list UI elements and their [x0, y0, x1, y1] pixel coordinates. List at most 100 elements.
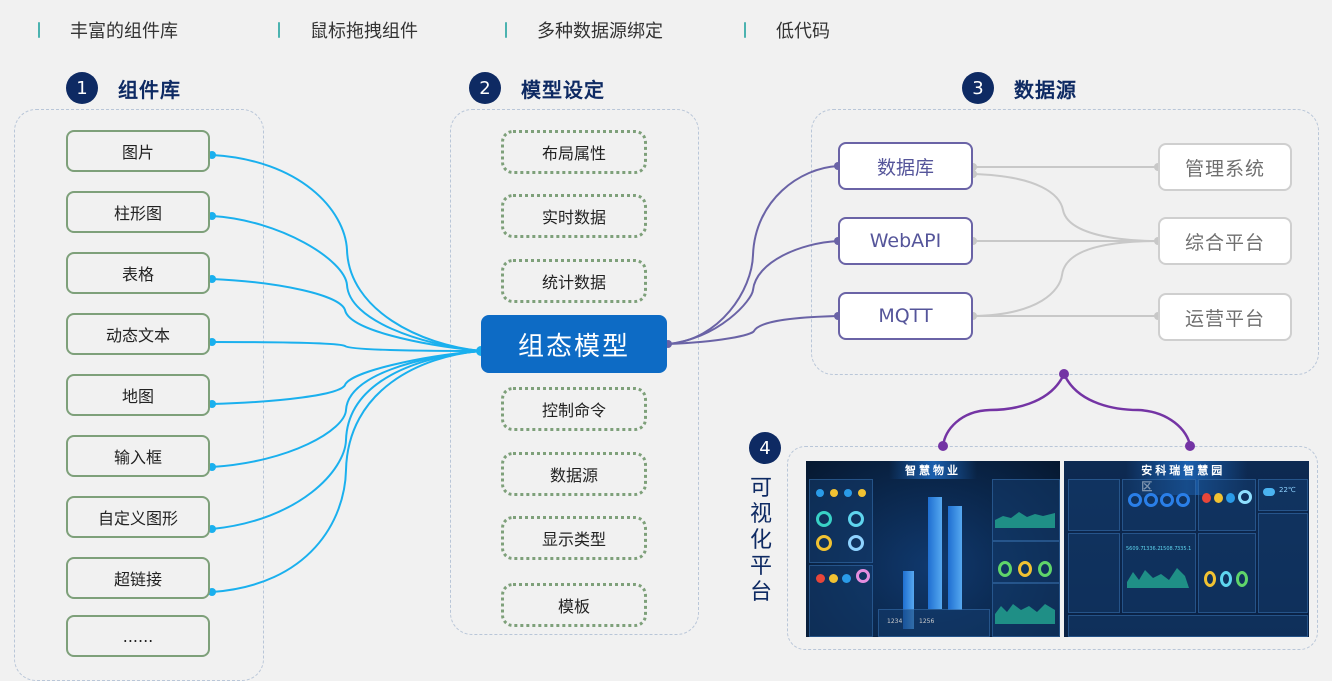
visual-platform-panel	[787, 446, 1318, 650]
dashboard-number: 335.1	[1177, 546, 1192, 552]
dashboard-panel: 5609.7 1336.2 1508.7 335.1	[1122, 533, 1196, 613]
source-webapi[interactable]: WebAPI	[838, 217, 973, 265]
component-more[interactable]: ......	[66, 615, 210, 657]
component-input[interactable]: 输入框	[66, 435, 210, 477]
title-char: 视	[749, 502, 772, 527]
target-integrated-platform[interactable]: 综合平台	[1158, 217, 1292, 265]
dashboard-icon	[1226, 493, 1235, 503]
dashboard-icon	[830, 489, 838, 497]
dashboard-icon	[816, 574, 825, 583]
dashboard-ring	[1038, 561, 1052, 577]
component-custom-shape[interactable]: 自定义图形	[66, 496, 210, 538]
dashboard-ring	[1160, 493, 1174, 507]
section-header-datasource: 3 数据源	[962, 72, 1077, 104]
dashboard-smart-park[interactable]: 安科瑞智慧园区 22℃ 5609.7 1336.2 1508.7 335.1	[1064, 461, 1309, 637]
dashboard-ring	[848, 511, 864, 527]
dashboard-panel	[992, 583, 1060, 637]
dashboard-building	[903, 571, 914, 629]
component-hyperlink[interactable]: 超链接	[66, 557, 210, 599]
dashboard-icon	[816, 489, 824, 497]
feature-item: 鼠标拖拽组件	[278, 16, 418, 44]
section-title: 模型设定	[521, 77, 605, 102]
property-layout[interactable]: 布局属性	[501, 130, 647, 174]
section-header-components: 1 组件库	[66, 72, 181, 104]
dashboard-icon	[844, 489, 852, 497]
title-char: 可	[749, 476, 772, 501]
section-header-model: 2 模型设定	[469, 72, 605, 104]
property-data-source[interactable]: 数据源	[501, 452, 647, 496]
source-database[interactable]: 数据库	[838, 142, 973, 190]
feature-item: 低代码	[744, 16, 830, 44]
component-table[interactable]: 表格	[66, 252, 210, 294]
dashboard-panel: 22℃	[1258, 479, 1308, 511]
property-template[interactable]: 模板	[501, 583, 647, 627]
property-statistics[interactable]: 统计数据	[501, 259, 647, 303]
dashboard-ring	[998, 561, 1012, 577]
section-title: 组件库	[118, 77, 181, 102]
dashboard-smart-property[interactable]: 智慧物业 1234 1256	[806, 461, 1060, 637]
dashboard-icon	[1214, 493, 1223, 503]
step-badge: 1	[66, 72, 98, 104]
dashboard-panel: 1234 1256	[878, 609, 990, 637]
step-badge: 4	[749, 432, 781, 464]
feature-item: 丰富的组件库	[38, 16, 178, 44]
property-realtime-data[interactable]: 实时数据	[501, 194, 647, 238]
dashboard-number: 1256	[919, 618, 935, 625]
source-mqtt[interactable]: MQTT	[838, 292, 973, 340]
title-char: 平	[749, 554, 772, 579]
visual-platform-title: 可 视 化 平 台	[748, 476, 774, 606]
feature-item: 多种数据源绑定	[505, 16, 663, 44]
accent-bar	[505, 22, 507, 38]
dashboard-ring	[856, 569, 870, 583]
feature-label: 鼠标拖拽组件	[310, 21, 418, 42]
dashboard-ring	[1144, 493, 1158, 507]
dashboard-area-chart	[995, 512, 1055, 528]
dashboard-icon	[858, 489, 866, 497]
component-picture[interactable]: 图片	[66, 130, 210, 172]
title-char: 台	[749, 580, 772, 605]
dashboard-panel	[1068, 533, 1120, 613]
dashboard-area-chart	[1127, 568, 1189, 588]
property-control-command[interactable]: 控制命令	[501, 387, 647, 431]
dashboard-icon	[842, 574, 851, 583]
dashboard-building	[928, 497, 942, 609]
target-management-system[interactable]: 管理系统	[1158, 143, 1292, 191]
feature-label: 多种数据源绑定	[537, 21, 663, 42]
component-map[interactable]: 地图	[66, 374, 210, 416]
dashboard-panel	[1068, 615, 1308, 637]
feature-label: 低代码	[776, 21, 830, 42]
dashboard-panel	[1068, 479, 1120, 531]
feature-label: 丰富的组件库	[70, 21, 178, 42]
dashboard-ring	[1238, 490, 1252, 504]
platform-wire-dots	[938, 369, 1195, 451]
dashboard-title: 智慧物业	[889, 461, 977, 479]
dashboard-ring	[1018, 561, 1032, 577]
accent-bar	[278, 22, 280, 38]
dashboard-ring	[1128, 493, 1142, 507]
dashboard-ring	[816, 535, 832, 551]
dashboard-ring	[1176, 493, 1190, 507]
cloud-icon	[1263, 488, 1275, 496]
dashboard-ring	[1220, 571, 1232, 587]
dashboard-number: 1508.7	[1160, 546, 1178, 552]
property-display-type[interactable]: 显示类型	[501, 516, 647, 560]
component-dynamic-text[interactable]: 动态文本	[66, 313, 210, 355]
step-badge: 3	[962, 72, 994, 104]
platform-wires	[941, 373, 1192, 447]
title-char: 化	[749, 528, 772, 553]
dashboard-ring	[848, 535, 864, 551]
dashboard-area-chart	[995, 604, 1055, 624]
component-bar-chart[interactable]: 柱形图	[66, 191, 210, 233]
dashboard-panel	[1258, 513, 1308, 613]
central-model-node[interactable]: 组态模型	[481, 315, 667, 373]
section-title: 数据源	[1014, 77, 1077, 102]
accent-bar	[744, 22, 746, 38]
dashboard-number: 5609.7	[1126, 546, 1144, 552]
dashboard-number: 1234	[887, 618, 903, 625]
target-operations-platform[interactable]: 运营平台	[1158, 293, 1292, 341]
dashboard-ring	[1204, 571, 1216, 587]
temperature-value: 22℃	[1279, 486, 1296, 494]
dashboard-ring	[816, 511, 832, 527]
step-badge: 2	[469, 72, 501, 104]
dashboard-ring	[1236, 571, 1248, 587]
